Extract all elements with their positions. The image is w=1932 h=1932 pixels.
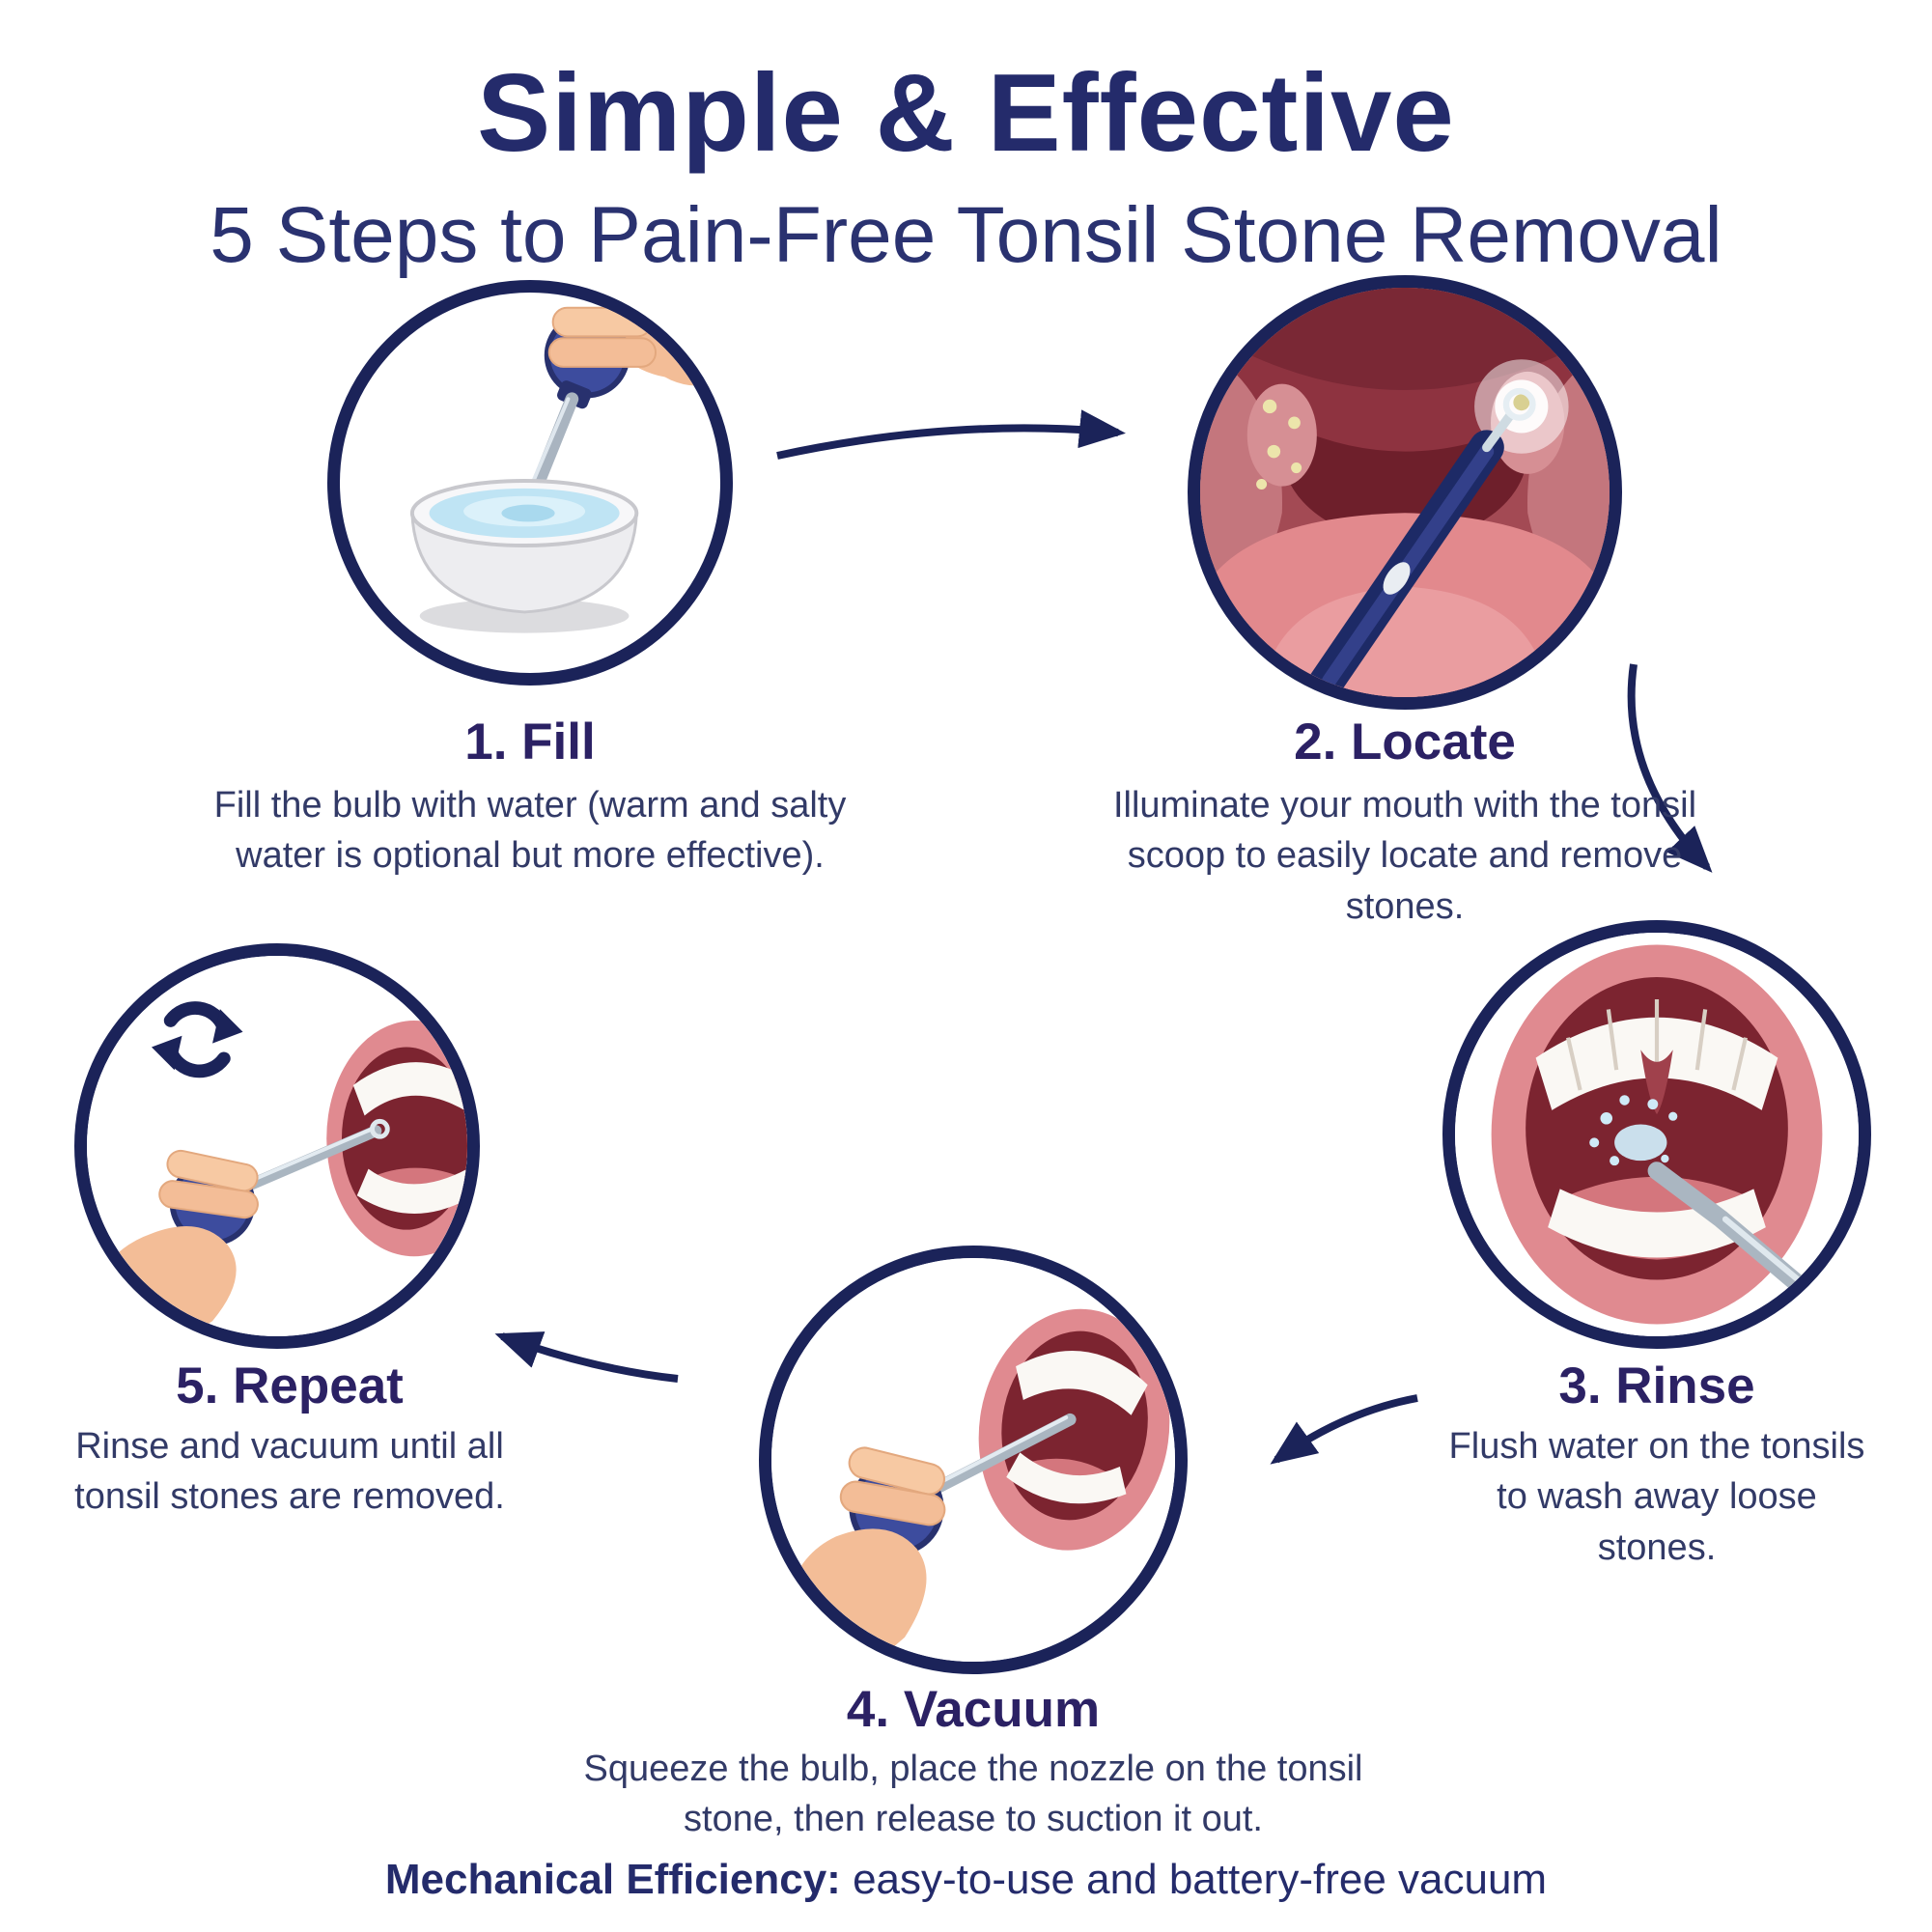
lower-teeth [1006,1452,1127,1504]
locate-illustration [1200,288,1610,697]
step-3-label: 3. Rinse [1558,1358,1755,1414]
step-4-description: Squeeze the bulb, place the nozzle on th… [583,1749,1363,1840]
step-1-label: 1. Fill [464,714,596,770]
upper-teeth [352,1062,467,1116]
step-5-description: Rinse and vacuum until all tonsil stones… [74,1426,505,1518]
water-spray [1589,1095,1678,1166]
footer-text: easy-to-use and battery-free vacuum [840,1856,1548,1903]
fingers [547,306,658,368]
rinse-illustration [1455,933,1859,1336]
step-5-circle [74,943,480,1349]
step-1-description: Fill the bulb with water (warm and salty… [213,785,847,877]
uvula [1640,1050,1673,1115]
step-5-label: 5. Repeat [176,1358,404,1414]
header: Simple & Effective 5 Steps to Pain-Free … [0,50,1932,281]
tonsil-stones [1256,399,1302,490]
upper-teeth [1016,1351,1148,1415]
page-title: Simple & Effective [477,52,1455,175]
step-4-circle [759,1246,1188,1674]
water-bowl [409,479,639,614]
step-2-description: Illuminate your mouth with the tonsil sc… [1112,785,1697,927]
step-3-circle [1442,920,1871,1349]
lower-teeth [356,1168,467,1214]
scoop-loop [1502,387,1536,421]
step-2-circle [1188,275,1622,710]
tonsil-scoop-tool [1301,387,1536,697]
scoop-loop [370,1118,390,1139]
tube [922,1413,1077,1498]
repeat-illustration [87,956,467,1336]
mouth [978,1308,1170,1551]
page-subtitle: 5 Steps to Pain-Free Tonsil Stone Remova… [210,191,1722,279]
flow-arrow-3-4 [1270,1394,1418,1465]
tube [237,1125,382,1194]
fill-illustration [409,293,720,633]
refresh-icon [151,1001,243,1078]
vacuum-illustration [771,1258,1175,1662]
flow-arrow-1-2 [776,409,1126,460]
step-2-label: 2. Locate [1294,714,1516,770]
step-4-label: 4. Vacuum [846,1681,1101,1738]
tool-button [1383,562,1411,595]
step-3-description: Flush water on the tonsils to wash away … [1448,1426,1865,1568]
step-1-circle [327,280,733,686]
mouth [326,1021,467,1257]
footer-note: Mechanical Efficiency: easy-to-use and b… [0,1856,1932,1904]
footer-emphasis: Mechanical Efficiency: [384,1856,841,1903]
